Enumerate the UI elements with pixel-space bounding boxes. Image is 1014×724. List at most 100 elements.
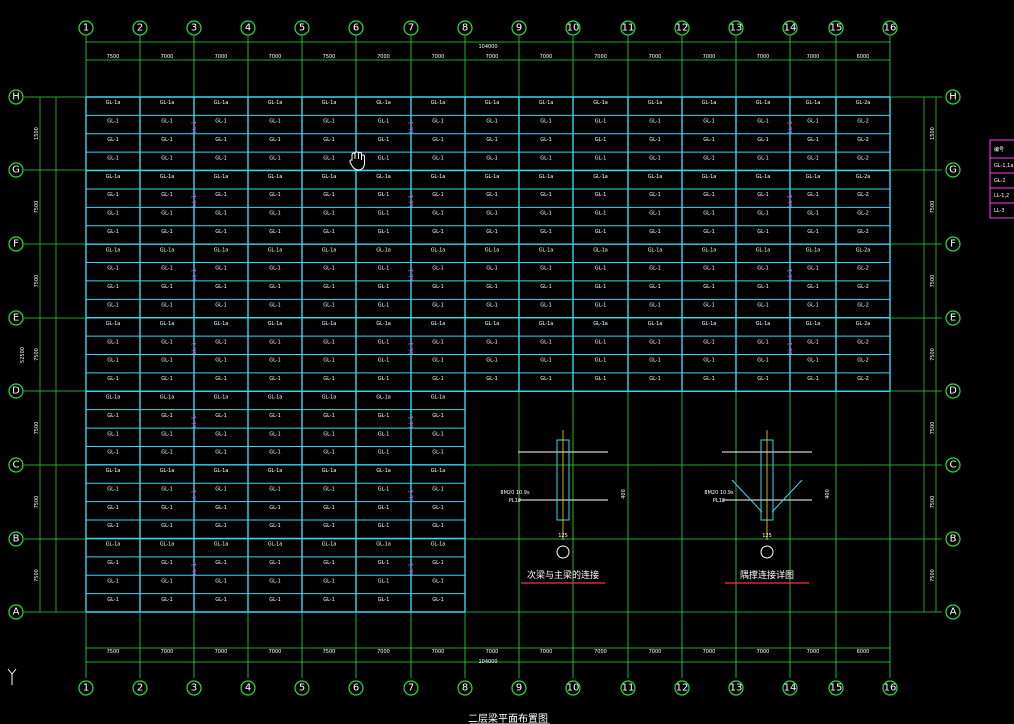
drawing-title: 二层梁平面布置图 xyxy=(468,712,548,724)
grid-bubble-circle xyxy=(8,310,24,326)
row-dimension-label: 1500 xyxy=(34,127,40,140)
grid-bubble-row: C xyxy=(945,457,961,473)
grid-bubble-column: 14 xyxy=(782,20,798,36)
grid-bubble-column: 11 xyxy=(620,20,636,36)
bay-dimension-label: 7000 xyxy=(432,54,445,60)
beam-label: GL-2 xyxy=(857,358,869,364)
bay-dimension-label: 7000 xyxy=(161,54,174,60)
beam-label: GL-1a xyxy=(160,247,175,253)
beam-label: GL-1 xyxy=(323,431,335,437)
tie-beam-label: LL-1 xyxy=(191,268,198,281)
beam-label: GL-1 xyxy=(595,211,607,217)
beam-label: GL-1 xyxy=(486,211,498,217)
tie-beam-label: LL-1 xyxy=(408,121,415,134)
grid-bubble-label: C xyxy=(13,460,20,471)
beam-label: GL-1 xyxy=(107,284,119,290)
beam-label: GL-1a xyxy=(431,174,446,180)
beam-label: GL-1a xyxy=(431,321,446,327)
grid-bubble-column: 16 xyxy=(882,20,898,36)
row-dimension-label: 7500 xyxy=(34,496,40,509)
beam-label: GL-1a xyxy=(268,542,283,548)
beam-label: GL-1 xyxy=(215,284,227,290)
detail-dimension: 125 xyxy=(558,533,568,539)
grid-bubble-label: H xyxy=(12,92,20,103)
bay-dimension-label: 7000 xyxy=(377,649,390,655)
beam-label: GL-1 xyxy=(323,358,335,364)
beam-label: GL-1 xyxy=(807,303,819,309)
beam-label: GL-1 xyxy=(215,597,227,603)
beam-label: GL-1 xyxy=(595,119,607,125)
beam-label: GL-1 xyxy=(378,284,390,290)
beam-label: GL-1a xyxy=(268,468,283,474)
beam-label: GL-1 xyxy=(215,413,227,419)
beam-label: GL-1 xyxy=(432,358,444,364)
beam-label: GL-1a xyxy=(106,321,121,327)
beam-label: GL-1a xyxy=(322,468,337,474)
beam-label: GL-1 xyxy=(378,597,390,603)
grid-bubble-row: E xyxy=(945,310,961,326)
legend-row: GL-2 xyxy=(994,178,1006,184)
grid-bubble-row: D xyxy=(945,383,961,399)
grid-bubble-row: E xyxy=(8,310,24,326)
beam-label: GL-1 xyxy=(161,303,173,309)
beam-label: GL-1 xyxy=(269,192,281,198)
detail-dimension: 400 xyxy=(621,489,627,499)
beam-label: GL-2a xyxy=(856,321,871,327)
grid-bubble-label: F xyxy=(13,239,19,250)
dimension-annotations: 7500750070007000700070007000700075007500… xyxy=(20,41,937,665)
beam-label: GL-1 xyxy=(378,431,390,437)
beam-label: GL-2 xyxy=(857,284,869,290)
beam-label: GL-1 xyxy=(269,137,281,143)
beam-label: GL-1 xyxy=(807,211,819,217)
beam-label: GL-1 xyxy=(378,266,390,272)
grid-bubble-label: D xyxy=(949,386,957,397)
beam-label: GL-1 xyxy=(107,192,119,198)
beam-label: GL-1 xyxy=(703,376,715,382)
beam-label: GL-1a xyxy=(214,542,229,548)
beam-label: GL-1 xyxy=(107,505,119,511)
beam-label: GL-1 xyxy=(432,431,444,437)
grid-bubble-label: 3 xyxy=(191,23,197,34)
grid-bubble-circle xyxy=(728,680,744,696)
beam-label: GL-1 xyxy=(486,339,498,345)
bay-dimension-label: 7000 xyxy=(161,649,174,655)
grid-bubble-circle xyxy=(8,531,24,547)
beam-label: GL-1 xyxy=(432,284,444,290)
grid-bubble-column: 12 xyxy=(674,680,690,696)
beam-label: GL-1 xyxy=(323,155,335,161)
grid-bubble-label: A xyxy=(950,607,957,618)
tie-beam-label: LL-1 xyxy=(408,342,415,355)
beam-label: GL-2 xyxy=(857,192,869,198)
grid-bubble-label: 6 xyxy=(353,683,359,694)
beam-label: GL-1a xyxy=(376,468,391,474)
grid-bubble-circle xyxy=(828,680,844,696)
grid-bubble-label: 16 xyxy=(884,23,897,34)
grid-bubble-column: 9 xyxy=(511,20,527,36)
beam-label: GL-1 xyxy=(215,155,227,161)
beam-label: GL-1 xyxy=(323,284,335,290)
beam-label: GL-1 xyxy=(757,155,769,161)
beam-label: GL-1 xyxy=(107,339,119,345)
beam-label: GL-1 xyxy=(540,119,552,125)
total-height-label: 52500 xyxy=(20,347,26,363)
beam-label: GL-1a xyxy=(268,100,283,106)
grid-bubble-circle xyxy=(132,680,148,696)
beam-label: GL-1a xyxy=(756,100,771,106)
grid-bubble-label: C xyxy=(950,460,957,471)
beam-label: GL-1a xyxy=(431,468,446,474)
tie-beam-label: LL-1 xyxy=(191,563,198,576)
grid-bubble-column: 13 xyxy=(728,680,744,696)
beam-label: GL-1 xyxy=(703,119,715,125)
beam-label: GL-1 xyxy=(807,266,819,272)
grid-bubble-circle xyxy=(882,20,898,36)
grid-bubble-column: 4 xyxy=(240,680,256,696)
grid-bubble-circle xyxy=(78,680,94,696)
beam-label: GL-1 xyxy=(323,560,335,566)
beam-label: GL-1 xyxy=(378,486,390,492)
beam-label: GL-1 xyxy=(378,137,390,143)
pan-hand-cursor-icon[interactable] xyxy=(349,151,365,171)
grid-bubble-circle xyxy=(403,680,419,696)
grid-bubble-circle xyxy=(240,20,256,36)
beam-label: GL-1 xyxy=(807,155,819,161)
beam-label: GL-1 xyxy=(161,523,173,529)
